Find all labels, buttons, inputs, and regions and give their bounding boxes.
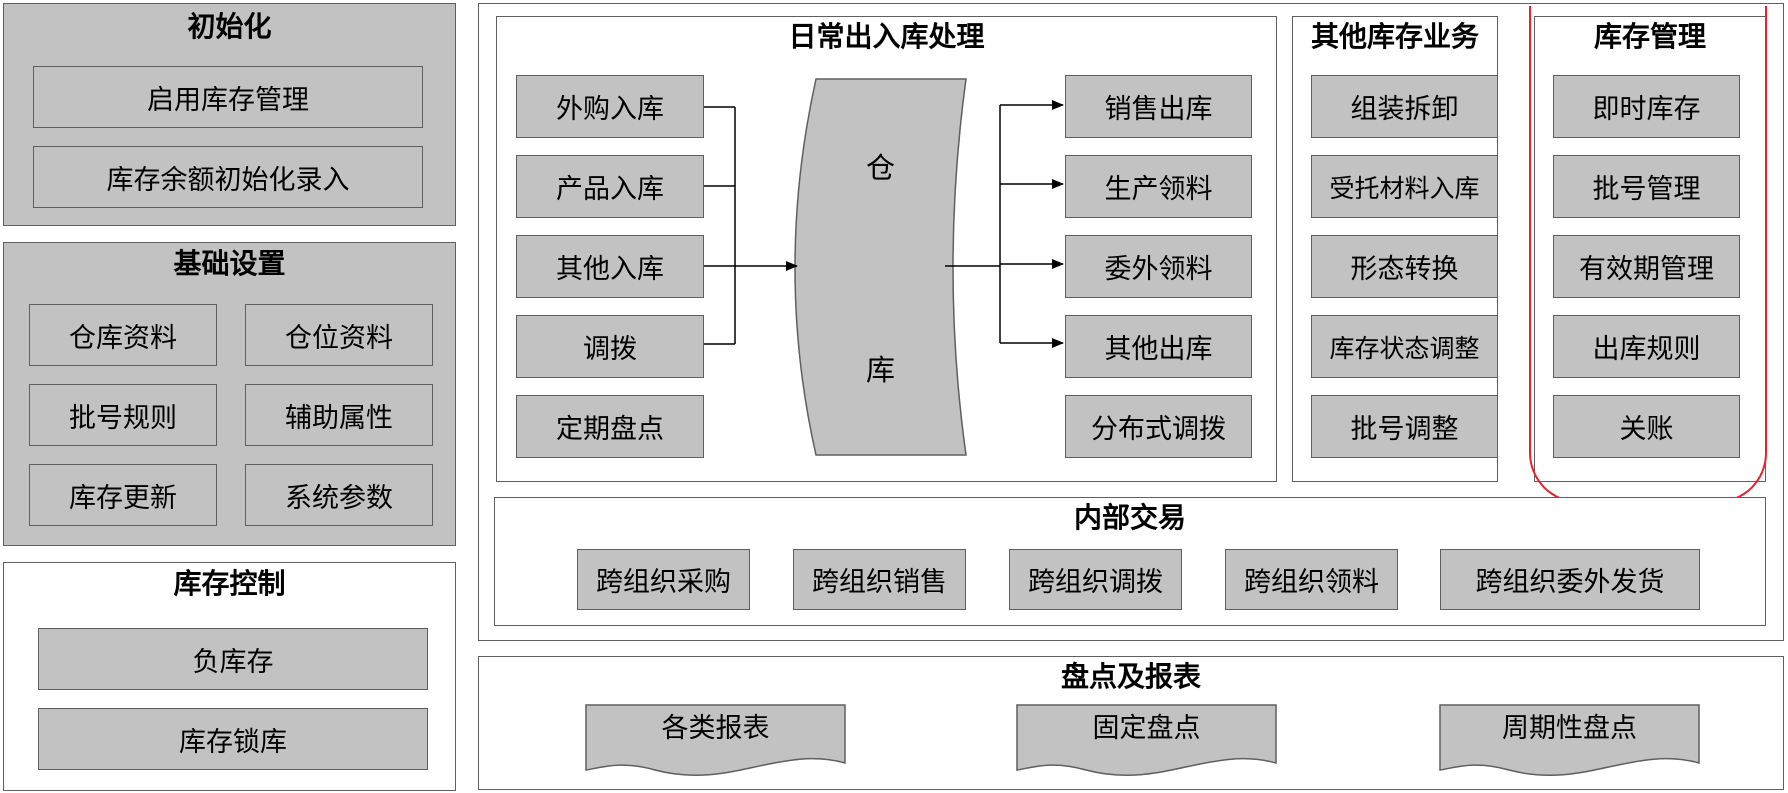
report-item-fixed-count[interactable]: 固定盘点 [1092, 713, 1201, 744]
inbound-connectors [704, 106, 798, 345]
basic-settings-title: 基础设置 [173, 247, 286, 280]
inbound-product[interactable]: 产品入库 [516, 155, 704, 218]
warehouse-char-bottom: 库 [866, 353, 896, 387]
mgmt-item-outbound-rules[interactable]: 出库规则 [1553, 315, 1740, 378]
init-item-balance-entry[interactable]: 库存余额初始化录入 [33, 146, 423, 208]
other-business-title: 其他库存业务 [1310, 20, 1479, 53]
other-item-status-adjust[interactable]: 库存状态调整 [1311, 315, 1498, 378]
control-item-negative-stock[interactable]: 负库存 [38, 628, 428, 690]
outbound-connectors [945, 100, 1064, 348]
trade-item-cross-org-pick[interactable]: 跨组织领料 [1225, 549, 1398, 610]
report-item-all-reports[interactable]: 各类报表 [661, 713, 770, 744]
doc-shape-reports [585, 704, 846, 776]
trade-item-cross-org-purchase[interactable]: 跨组织采购 [577, 549, 750, 610]
other-item-assembly[interactable]: 组装拆卸 [1311, 75, 1498, 138]
mgmt-item-close-period[interactable]: 关账 [1553, 395, 1740, 458]
basic-item-inventory-update[interactable]: 库存更新 [29, 464, 217, 526]
mgmt-item-batch-mgmt[interactable]: 批号管理 [1553, 155, 1740, 218]
doc-shape-fixed-count [1016, 704, 1277, 776]
inventory-control-panel: 库存控制 负库存 库存锁库 [3, 562, 456, 791]
inbound-periodic-count[interactable]: 定期盘点 [516, 395, 704, 458]
basic-item-aux-attributes[interactable]: 辅助属性 [245, 384, 433, 446]
other-item-form-conversion[interactable]: 形态转换 [1311, 235, 1498, 298]
basic-item-location-data[interactable]: 仓位资料 [245, 304, 433, 366]
trade-item-cross-org-transfer[interactable]: 跨组织调拨 [1009, 549, 1182, 610]
other-item-batch-adjust[interactable]: 批号调整 [1311, 395, 1498, 458]
doc-shape-cycle-count [1439, 704, 1700, 776]
basic-item-batch-rules[interactable]: 批号规则 [29, 384, 217, 446]
warehouse-shape [794, 78, 967, 456]
basic-item-system-params[interactable]: 系统参数 [245, 464, 433, 526]
mgmt-item-realtime-stock[interactable]: 即时库存 [1553, 75, 1740, 138]
mgmt-item-expiry-mgmt[interactable]: 有效期管理 [1553, 235, 1740, 298]
count-reports-title: 盘点及报表 [1060, 660, 1201, 693]
control-item-stock-lock[interactable]: 库存锁库 [38, 708, 428, 770]
outbound-production-pick[interactable]: 生产领料 [1065, 155, 1252, 218]
init-title: 初始化 [187, 10, 272, 43]
trade-item-cross-org-outsourced-delivery[interactable]: 跨组织委外发货 [1440, 549, 1700, 610]
outbound-distributed-transfer[interactable]: 分布式调拨 [1065, 395, 1252, 458]
init-item-enable-inventory[interactable]: 启用库存管理 [33, 66, 423, 128]
outbound-sales[interactable]: 销售出库 [1065, 75, 1252, 138]
warehouse-char-top: 仓 [866, 151, 896, 185]
trade-item-cross-org-sales[interactable]: 跨组织销售 [793, 549, 966, 610]
outbound-outsourced-pick[interactable]: 委外领料 [1065, 235, 1252, 298]
basic-settings-panel: 基础设置 仓库资料 仓位资料 批号规则 辅助属性 库存更新 系统参数 [3, 242, 456, 546]
basic-item-warehouse-data[interactable]: 仓库资料 [29, 304, 217, 366]
daily-inout-title: 日常出入库处理 [788, 20, 985, 53]
other-item-consigned-material[interactable]: 受托材料入库 [1311, 155, 1498, 218]
internal-trade-title: 内部交易 [1073, 501, 1186, 534]
inventory-mgmt-title: 库存管理 [1593, 20, 1706, 53]
inventory-control-title: 库存控制 [173, 567, 286, 600]
inbound-transfer[interactable]: 调拨 [516, 315, 704, 378]
inbound-purchase[interactable]: 外购入库 [516, 75, 704, 138]
inbound-other[interactable]: 其他入库 [516, 235, 704, 298]
report-item-cycle-count[interactable]: 周期性盘点 [1502, 713, 1637, 744]
init-panel: 初始化 启用库存管理 库存余额初始化录入 [3, 3, 456, 226]
outbound-other[interactable]: 其他出库 [1065, 315, 1252, 378]
